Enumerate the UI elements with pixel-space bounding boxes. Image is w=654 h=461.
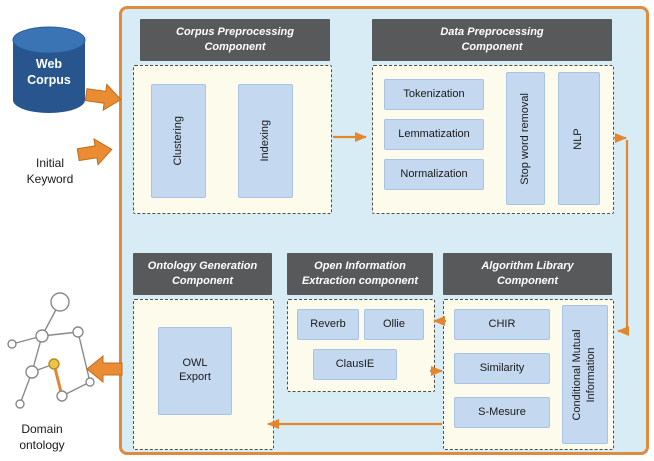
conditional-mutual-information-box: Conditional Mutual Information: [562, 305, 608, 444]
algorithm-library-header: Algorithm Library Component: [443, 253, 612, 295]
stop-word-removal-box: Stop word removal: [506, 72, 545, 205]
conditional-mutual-information-label: Conditional Mutual Information: [571, 328, 597, 421]
domain-ontology-label: Domain ontology: [19, 422, 65, 452]
owl-export-box: OWL Export: [158, 327, 232, 415]
arrow-web-corpus-input: [84, 83, 122, 112]
lemmatization-box: Lemmatization: [384, 119, 484, 150]
similarity-box: Similarity: [454, 353, 550, 384]
data-preprocessing-header: Data Preprocessing Component: [372, 19, 612, 61]
clustering-label: Clustering: [171, 116, 184, 166]
s-mesure-box: S-Mesure: [454, 397, 550, 428]
nlp-label: NLP: [572, 127, 585, 150]
clausie-box: ClausIE: [313, 349, 397, 380]
indexing-label: Indexing: [258, 120, 271, 162]
ontology-generation-panel: [133, 299, 274, 450]
normalization-box: Normalization: [384, 159, 484, 190]
stop-word-removal-label: Stop word removal: [518, 92, 531, 185]
graph-highlighted-edge: [52, 363, 64, 397]
cylinder-top: [12, 26, 86, 54]
initial-keyword-label: Initial Keyword: [26, 156, 74, 186]
ollie-box: Ollie: [364, 309, 424, 340]
graph-nodes: [7, 292, 95, 409]
cylinder-bottom: [13, 87, 85, 113]
graph-edges: [11, 301, 91, 405]
domain-ontology-graph-icon: [7, 292, 95, 409]
chir-box: CHIR: [454, 309, 550, 340]
graph-highlighted-node: [48, 358, 60, 370]
web-corpus-label: Web Corpus: [27, 57, 71, 88]
nlp-box: NLP: [558, 72, 600, 205]
indexing-box: Indexing: [238, 84, 293, 198]
arrow-owl-export-to-domain-ontology: [86, 354, 123, 384]
tokenization-box: Tokenization: [384, 79, 484, 110]
ontology-generation-header: Ontology Generation Component: [133, 253, 272, 295]
reverb-box: Reverb: [297, 309, 359, 340]
clustering-box: Clustering: [151, 84, 206, 198]
open-information-extraction-header: Open Information Extraction component: [287, 253, 433, 295]
corpus-preprocessing-header: Corpus Preprocessing Component: [140, 19, 330, 61]
